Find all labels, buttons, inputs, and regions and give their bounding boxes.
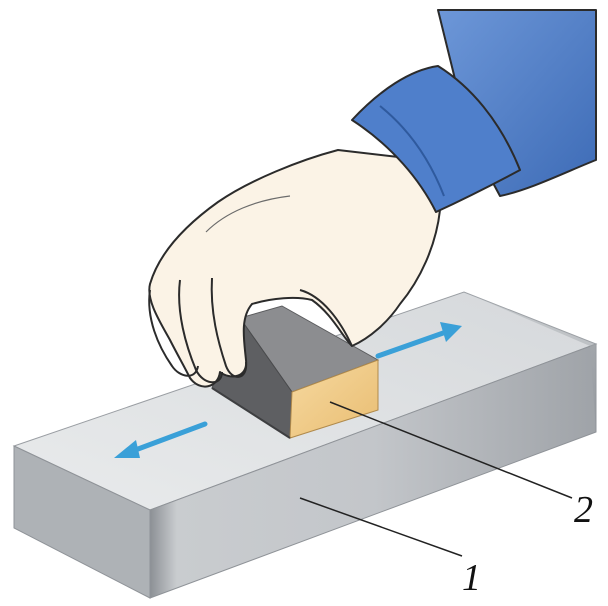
label-1: 1 — [462, 557, 481, 599]
label-2: 2 — [574, 489, 593, 531]
